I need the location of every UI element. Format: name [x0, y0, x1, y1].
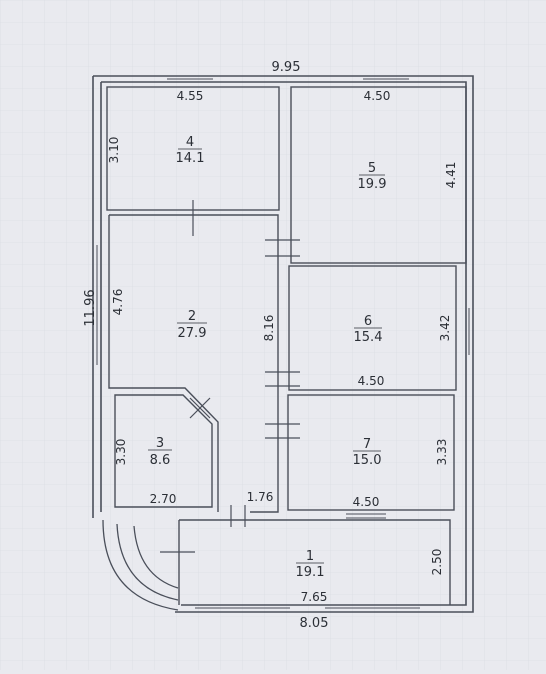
window-right — [465, 308, 474, 355]
window-top-right — [363, 75, 409, 83]
overall-bottom-width: 8.05 — [300, 616, 329, 631]
room-2-area: 27.9 — [178, 326, 207, 341]
window-bottom-2 — [325, 604, 420, 613]
door-room-3-b — [189, 397, 211, 419]
room-2-height: 8.16 — [262, 315, 276, 342]
room-4-width: 4.55 — [177, 89, 204, 103]
room-2-number: 2 — [188, 309, 196, 324]
overall-left-height: 11.96 — [83, 289, 98, 326]
room-3-height: 3.30 — [114, 439, 128, 466]
room-1-width: 7.65 — [301, 590, 328, 604]
room-1-area: 19.1 — [296, 565, 325, 580]
room-3-area: 8.6 — [150, 453, 171, 468]
room-6-walls — [288, 265, 457, 391]
room-1-height: 2.50 — [430, 549, 444, 576]
room-5-number: 5 — [368, 161, 376, 176]
window-room7-bottom — [346, 509, 386, 519]
room-3-width: 2.70 — [150, 492, 177, 506]
room-3-walls — [114, 394, 213, 508]
door-marks — [160, 200, 300, 553]
room-4-height: 3.10 — [107, 137, 121, 164]
room-6-height: 3.42 — [438, 315, 452, 342]
entry-door-width: 1.76 — [247, 490, 274, 504]
room-7-width: 4.50 — [353, 495, 380, 509]
room-2-width-label: 4.76 — [111, 289, 125, 316]
room-7-height: 3.33 — [435, 439, 449, 466]
window-top-left — [167, 75, 213, 83]
room-5-area: 19.9 — [358, 177, 387, 192]
room-6-number: 6 — [364, 314, 372, 329]
room-4-area: 14.1 — [176, 151, 205, 166]
windows — [92, 75, 474, 613]
room-5-height: 4.41 — [444, 162, 458, 189]
room-6-width: 4.50 — [358, 374, 385, 388]
room-7-area: 15.0 — [353, 453, 382, 468]
room-6-area: 15.4 — [354, 330, 383, 345]
room-5-width: 4.50 — [364, 89, 391, 103]
curved-porch — [102, 519, 179, 611]
window-left — [92, 245, 102, 365]
room-5-walls — [290, 86, 467, 264]
room-3-number: 3 — [156, 436, 164, 451]
window-bottom-1 — [195, 604, 290, 613]
overall-top-width: 9.95 — [272, 60, 301, 75]
room-7-number: 7 — [363, 437, 371, 452]
room-1-walls — [178, 519, 451, 605]
room-4-number: 4 — [186, 135, 194, 150]
room-1-number: 1 — [306, 549, 314, 564]
